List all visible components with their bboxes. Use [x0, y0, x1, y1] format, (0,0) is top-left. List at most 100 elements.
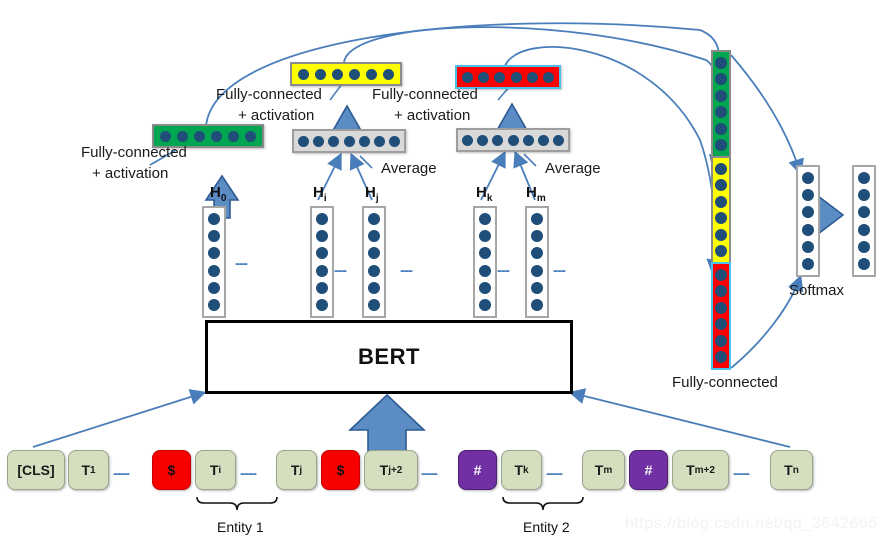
entity1-label: Entity 1: [217, 519, 264, 535]
vector-dot: [479, 281, 491, 294]
hidden-state-label-hi: Hi: [313, 184, 327, 204]
hidden-state-column-hk: [473, 206, 497, 318]
vector-dot: [208, 247, 220, 260]
fc-cls-label-line2: + activation: [92, 165, 169, 182]
token-box: [CLS]: [7, 450, 65, 490]
token-subscript: i: [218, 464, 222, 476]
softmax-label: Softmax: [789, 282, 845, 299]
vector-dot: [802, 257, 814, 270]
gray-entity2-average-vector: [456, 128, 570, 152]
vector-dot: [208, 281, 220, 294]
token-label: T: [209, 462, 219, 478]
token-label: T: [81, 462, 90, 478]
vector-dot: [858, 172, 870, 185]
h-letter: H: [210, 184, 221, 201]
vector-dot: [368, 298, 380, 311]
hidden-ellipsis-5: ---: [553, 262, 566, 279]
vector-dot: [526, 71, 538, 83]
vector-dot: [462, 134, 474, 146]
vector-dot: [316, 281, 328, 294]
vector-dot: [245, 130, 256, 142]
vector-dot: [715, 179, 727, 192]
hidden-state-column-hi: [310, 206, 334, 318]
vector-dot: [715, 268, 727, 281]
hidden-state-label-h0: H0: [210, 184, 226, 204]
vector-dot: [531, 281, 543, 294]
vector-dot: [715, 106, 727, 119]
entity2-label: Entity 2: [523, 519, 570, 535]
token-label: T: [290, 462, 300, 478]
vector-dot: [479, 213, 491, 226]
token-subscript: k: [523, 464, 529, 476]
hidden-ellipsis-4: ---: [497, 262, 510, 279]
token-ellipsis: ----: [733, 465, 750, 482]
hidden-state-label-hj: Hj: [365, 184, 379, 204]
token-ellipsis: ----: [240, 465, 257, 482]
vector-dot: [715, 195, 727, 208]
vector-dot: [208, 230, 220, 243]
vector-dot: [715, 228, 727, 241]
h-letter: H: [365, 184, 376, 201]
gray-entity1-average-vector: [292, 129, 406, 153]
vector-dot: [208, 264, 220, 277]
vector-dot: [298, 135, 310, 147]
vector-dot: [208, 298, 220, 311]
vector-dot: [715, 285, 727, 298]
vector-dot: [368, 264, 380, 277]
hidden-state-column-hm: [525, 206, 549, 318]
vector-dot: [531, 230, 543, 243]
token-ellipsis: ----: [546, 465, 563, 482]
vector-dot: [368, 213, 380, 226]
token-box: #: [629, 450, 668, 490]
fc-entity2-label-line1: Fully-connected: [372, 86, 478, 103]
vector-dot: [315, 68, 326, 80]
token-label: T: [784, 462, 793, 478]
h-letter: H: [526, 184, 537, 201]
vector-dot: [858, 240, 870, 253]
leader-average-2: [523, 153, 537, 167]
vector-dot: [368, 281, 380, 294]
h-subscript: 0: [220, 193, 227, 204]
hidden-state-column-h0: [202, 206, 226, 318]
hidden-ellipsis-1: ---: [235, 255, 248, 272]
vector-dot: [715, 89, 727, 102]
yellow-entity1-vector: [290, 62, 402, 86]
token-label: [CLS]: [17, 462, 55, 478]
fc-entity1-label-line1: Fully-connected: [216, 86, 322, 103]
vector-dot: [477, 134, 489, 146]
h-subscript: i: [323, 193, 327, 204]
green-cls-vector: [152, 124, 264, 148]
hidden-state-column-hj: [362, 206, 386, 318]
vector-dot: [531, 213, 543, 226]
vector-dot: [715, 318, 727, 331]
token-subscript: n: [792, 464, 799, 476]
fc-entity2-label-line2: + activation: [394, 107, 471, 124]
logits-vector: [796, 165, 820, 277]
block-arrow-tokens-to-bert: [347, 393, 427, 453]
brace-entity2: [502, 496, 584, 511]
arrow-concat-to-logits-top: [730, 54, 804, 176]
leader-fc-e1: [329, 83, 343, 101]
vector-dot: [462, 71, 474, 83]
vector-dot: [510, 71, 522, 83]
h-subscript: m: [536, 193, 546, 204]
brace-entity1: [196, 496, 278, 511]
vector-dot: [479, 298, 491, 311]
vector-dot: [552, 134, 564, 146]
vector-dot: [479, 230, 491, 243]
vector-dot: [531, 247, 543, 260]
vector-dot: [228, 130, 239, 142]
token-subscript: j: [299, 464, 303, 476]
vector-dot: [531, 298, 543, 311]
hidden-ellipsis-3: ---: [400, 262, 413, 279]
vector-dot: [802, 206, 814, 219]
vector-dot: [715, 334, 727, 347]
vector-dot: [715, 162, 727, 175]
token-ellipsis: ----: [421, 465, 438, 482]
vector-dot: [316, 298, 328, 311]
vector-dot: [316, 230, 328, 243]
vector-dot: [177, 130, 188, 142]
